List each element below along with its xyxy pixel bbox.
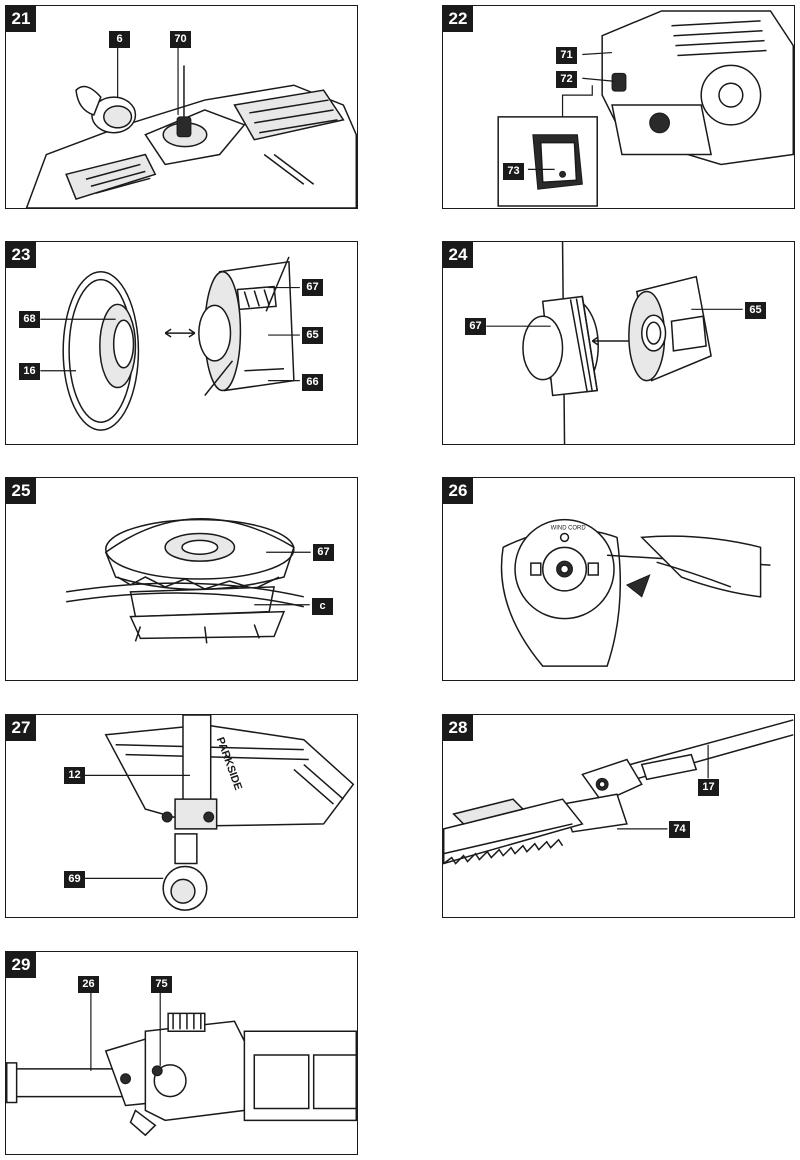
figure-number: 26 bbox=[443, 478, 473, 504]
leader-lines bbox=[6, 715, 357, 917]
part-label: 73 bbox=[503, 163, 524, 180]
leader-lines bbox=[6, 952, 357, 1154]
leader-lines bbox=[443, 242, 794, 444]
figure-number: 27 bbox=[6, 715, 36, 741]
shaft-coupling-illustration bbox=[6, 952, 357, 1154]
hand-winding-illustration: WIND CORD bbox=[443, 478, 794, 680]
part-label: 71 bbox=[556, 47, 577, 64]
figure-21: 21 6 70 bbox=[5, 5, 358, 209]
figure-24: 24 67 65 bbox=[442, 241, 795, 445]
figure-number: 28 bbox=[443, 715, 473, 741]
part-label: 65 bbox=[745, 302, 766, 319]
leader-lines bbox=[6, 478, 357, 680]
part-label: c bbox=[312, 598, 333, 615]
figure-26: 26 WIND CORD bbox=[442, 477, 795, 681]
engine-side-illustration bbox=[443, 6, 794, 208]
part-label: 6 bbox=[109, 31, 130, 48]
leader-lines bbox=[6, 242, 357, 444]
part-label: 67 bbox=[465, 318, 486, 335]
guard-mount-illustration: PARKSIDE bbox=[6, 715, 357, 917]
engine-top-illustration bbox=[6, 6, 357, 208]
part-label: 16 bbox=[19, 363, 40, 380]
figure-number: 24 bbox=[443, 242, 473, 268]
part-label: 66 bbox=[302, 374, 323, 391]
part-label: 67 bbox=[313, 544, 334, 561]
spool-cover-illustration bbox=[6, 242, 357, 444]
leader-lines bbox=[6, 6, 357, 208]
part-label: 12 bbox=[64, 767, 85, 784]
part-label: 65 bbox=[302, 327, 323, 344]
part-label: 17 bbox=[698, 779, 719, 796]
figure-28: 28 17 74 bbox=[442, 714, 795, 918]
part-label: 75 bbox=[151, 976, 172, 993]
part-label: 72 bbox=[556, 71, 577, 88]
figure-27: 27 PARKSIDE 12 69 bbox=[5, 714, 358, 918]
figure-22: 22 71 72 73 bbox=[442, 5, 795, 209]
figure-23: 23 67 68 65 16 66 bbox=[5, 241, 358, 445]
part-label: 70 bbox=[170, 31, 191, 48]
figure-number: 25 bbox=[6, 478, 36, 504]
figure-29: 29 26 75 bbox=[5, 951, 358, 1155]
part-label: 67 bbox=[302, 279, 323, 296]
figure-number: 22 bbox=[443, 6, 473, 32]
part-label: 74 bbox=[669, 821, 690, 838]
leader-lines bbox=[443, 6, 794, 208]
leader-lines bbox=[443, 715, 794, 917]
spool-instruction-text: WIND CORD bbox=[551, 525, 586, 531]
figure-25: 25 67 c bbox=[5, 477, 358, 681]
spool-and-cover-illustration bbox=[443, 242, 794, 444]
figure-number: 23 bbox=[6, 242, 36, 268]
part-label: 69 bbox=[64, 871, 85, 888]
part-label: 68 bbox=[19, 311, 40, 328]
part-label: 26 bbox=[78, 976, 99, 993]
figure-number: 21 bbox=[6, 6, 36, 32]
figure-number: 29 bbox=[6, 952, 36, 978]
hedge-trimmer-attachment-illustration bbox=[443, 715, 794, 917]
spool-winding-illustration bbox=[6, 478, 357, 680]
